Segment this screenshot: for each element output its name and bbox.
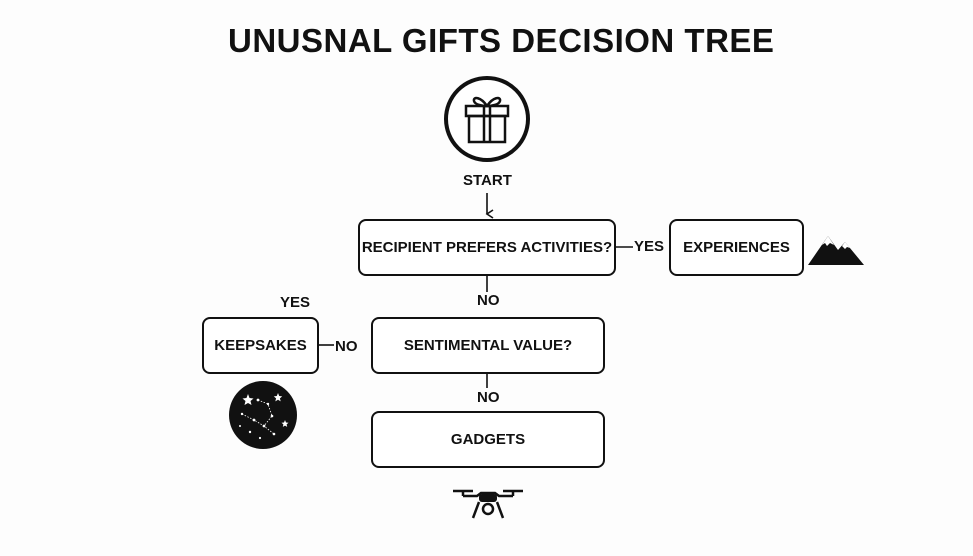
- diagram-title: UNUSNAL GIFTS DECISION TREE: [228, 22, 775, 59]
- starry-sky-icon: [228, 380, 298, 455]
- node-keepsakes: KEEPSAKES: [202, 317, 319, 374]
- edge-label-no-left: NO: [335, 338, 358, 355]
- node-recipient-prefers-activities: RECIPIENT PREFERS ACTIVITIES?: [358, 219, 616, 276]
- node-gadgets: GADGETS: [371, 411, 605, 468]
- node-experiences: EXPERIENCES: [669, 219, 804, 276]
- mountain-icon: [806, 230, 866, 273]
- edge-label-yes-keepsakes: YES: [280, 294, 311, 311]
- gift-icon: [443, 75, 531, 168]
- drone-icon: [451, 484, 525, 529]
- edge-label-no-1: NO: [477, 292, 500, 309]
- edge-label-yes: YES: [634, 238, 665, 255]
- edge-label-no-2: NO: [477, 389, 500, 406]
- node-sentimental-value: SENTIMENTAL VALUE?: [371, 317, 605, 374]
- start-label: START: [463, 172, 512, 189]
